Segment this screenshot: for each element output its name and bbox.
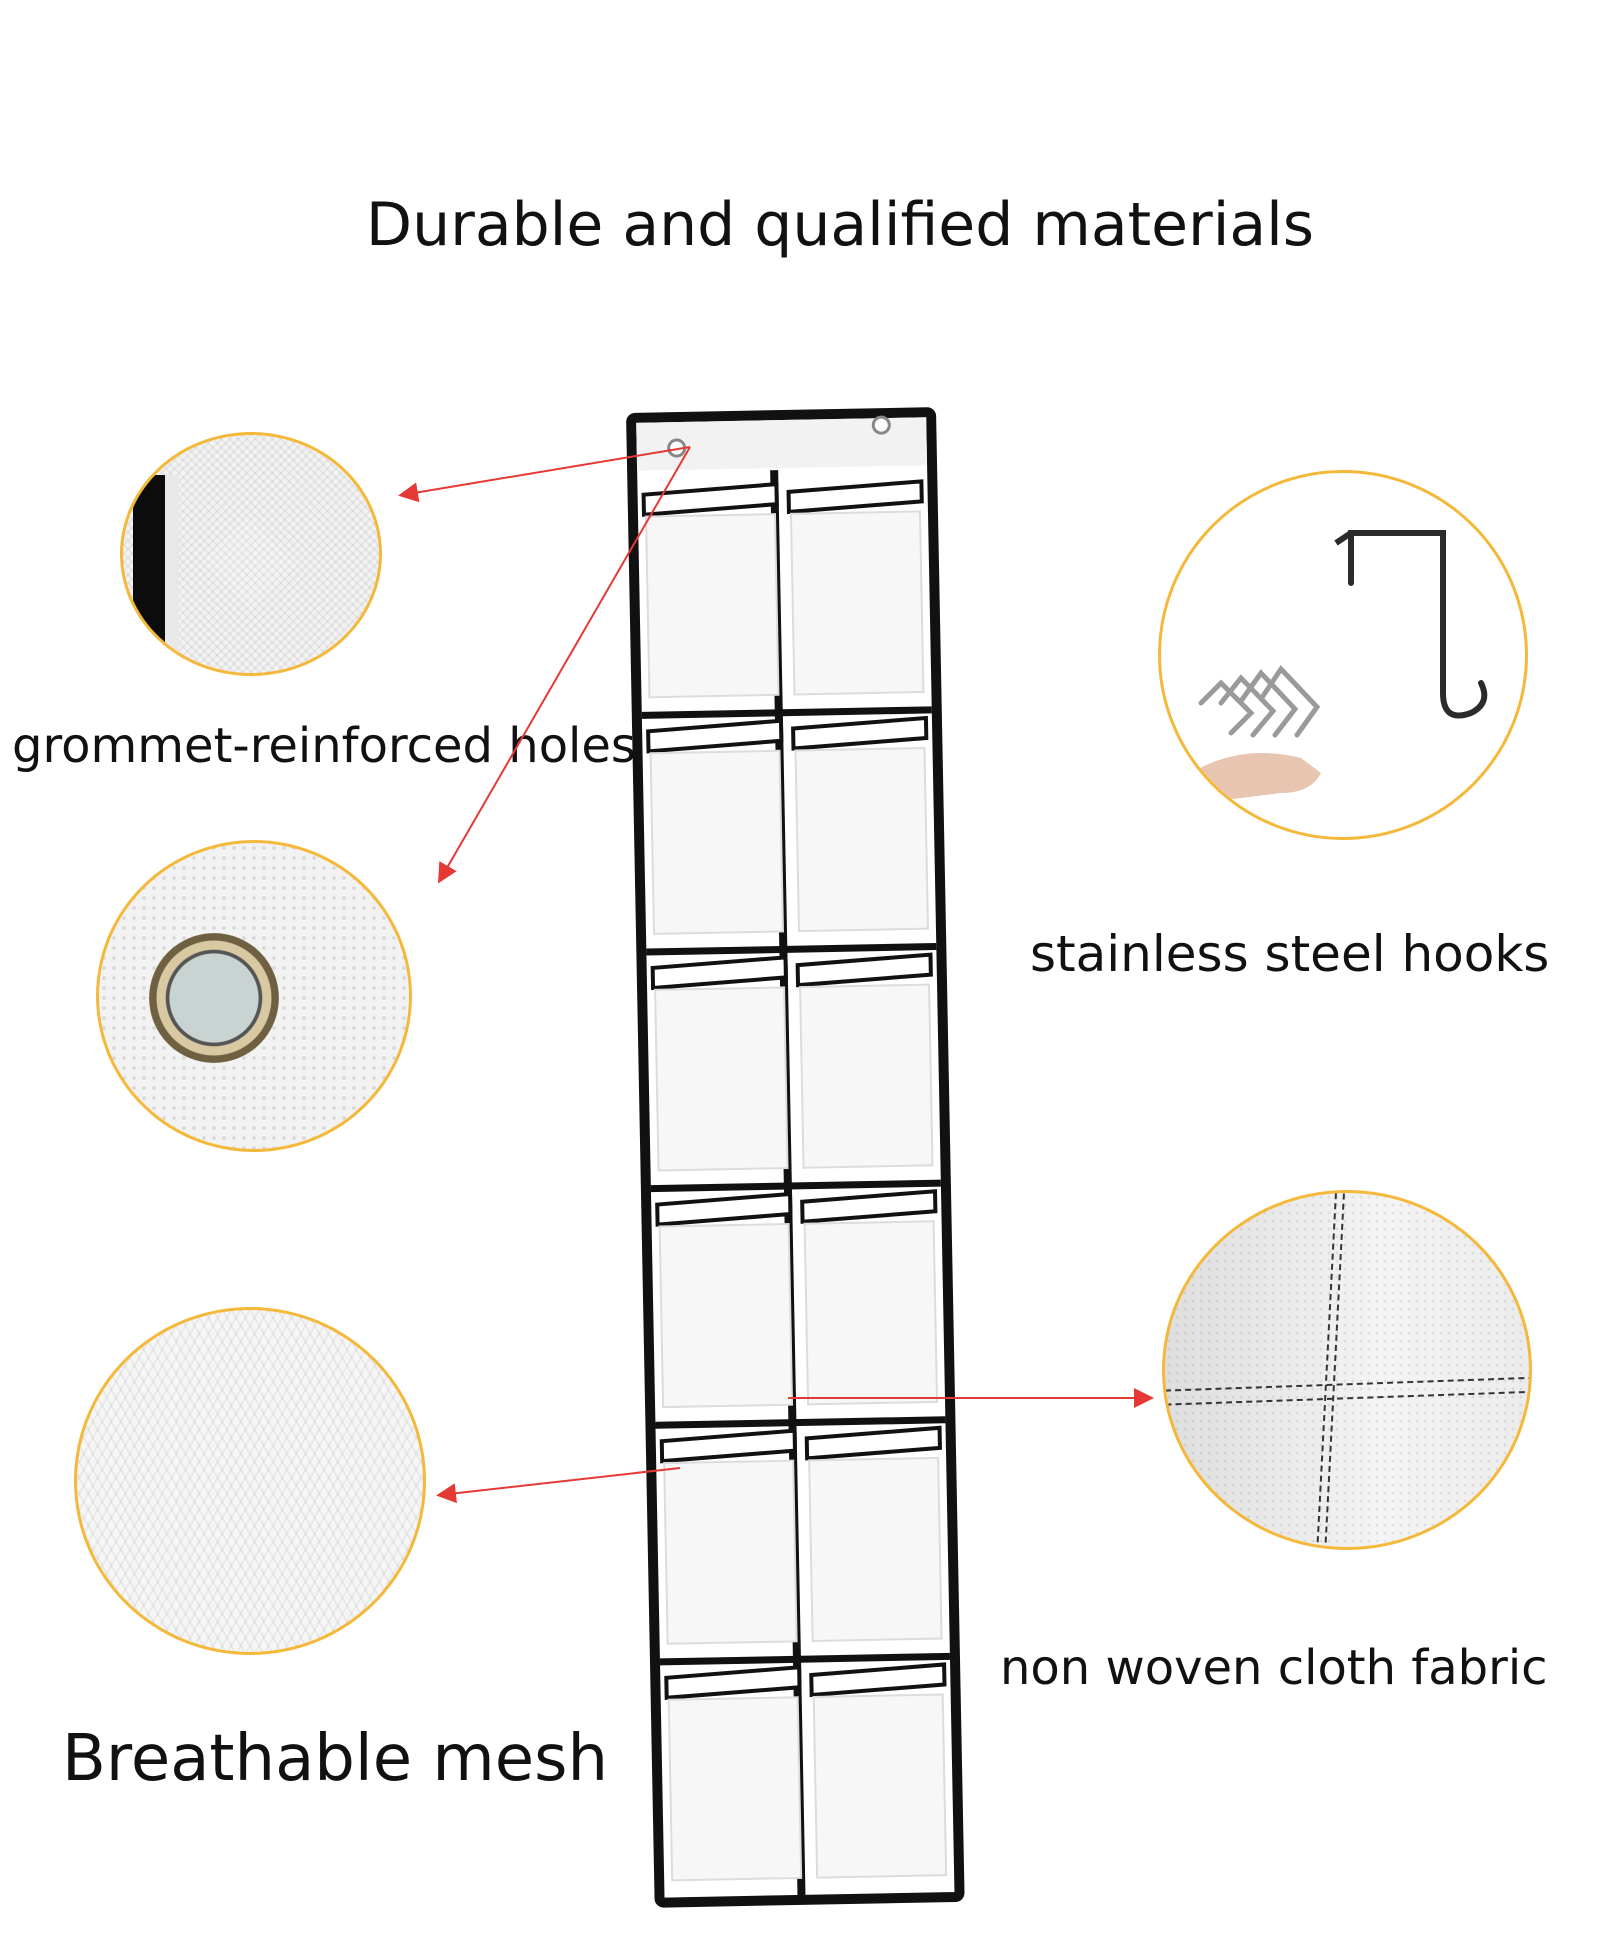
grommet-hole-right (871, 415, 891, 435)
pocket-flap (795, 952, 933, 988)
pocket-flap (659, 1428, 798, 1464)
fabric-seam-closeup (1162, 1190, 1532, 1550)
pocket-flap (786, 479, 924, 515)
page-title: Durable and qualified materials (365, 190, 1315, 260)
seam-vertical (1314, 1193, 1346, 1547)
pocket-flap (804, 1425, 942, 1461)
pocket-row-divider (646, 942, 937, 956)
pocket-row-divider (659, 1652, 951, 1666)
mesh-pocket (799, 983, 934, 1169)
pocket-flap (800, 1189, 938, 1224)
mesh-pocket (808, 1456, 943, 1643)
mesh-pocket (803, 1220, 939, 1406)
mesh-pocket (789, 510, 925, 696)
mesh-pocket (654, 986, 789, 1172)
binding-edge (133, 475, 165, 673)
grommet-closeup (96, 840, 412, 1152)
binding-stitch (165, 475, 179, 673)
mesh-label: Breathable mesh (62, 1722, 609, 1796)
fabric-edge-closeup (120, 432, 382, 676)
grommet-icon (149, 933, 279, 1063)
organizer-header-strip (636, 417, 928, 471)
grommet-hole-left (667, 438, 687, 458)
fabric-label: non woven cloth fabric (1000, 1640, 1548, 1696)
pocket-row-divider (650, 1179, 941, 1193)
pocket-flap (655, 1191, 793, 1227)
pocket-flap (650, 955, 788, 991)
mesh-closeup (74, 1307, 426, 1655)
mesh-pocket (667, 1696, 803, 1882)
pocket-flap (809, 1662, 947, 1698)
hooks-label: stainless steel hooks (1030, 925, 1550, 983)
mesh-pocket (644, 513, 780, 699)
mesh-pocket (663, 1459, 798, 1645)
mesh-pocket (794, 746, 929, 933)
seam-horizontal (1165, 1376, 1529, 1406)
pocket-row-divider (655, 1416, 946, 1429)
hooks-closeup (1158, 470, 1528, 840)
pocket-flap (664, 1665, 802, 1700)
mesh-pocket (658, 1223, 794, 1409)
grommet-label: grommet-reinforced holes (12, 718, 636, 774)
mesh-pocket (649, 749, 785, 935)
steel-hook-icon (1191, 530, 1488, 803)
pocket-flap (791, 715, 929, 751)
mesh-pocket (812, 1693, 948, 1879)
